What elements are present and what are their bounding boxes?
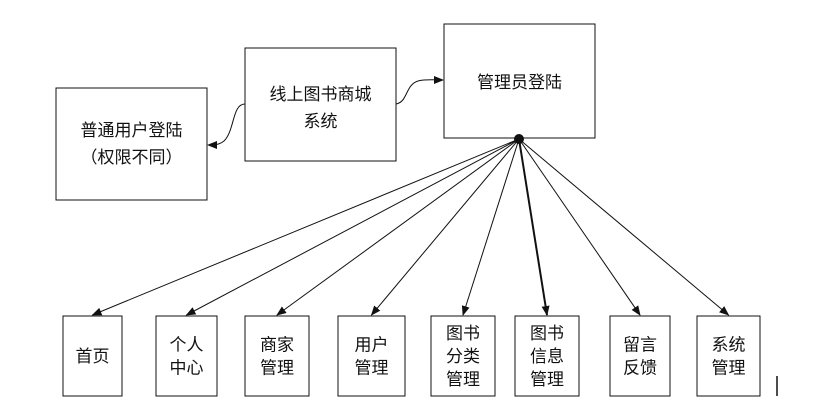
online-bookstore-system-title-line-1: 线上图书商城 bbox=[270, 85, 372, 105]
admin-login-label: 管理员登陆 bbox=[477, 73, 562, 93]
connector-to-system-management bbox=[518, 138, 730, 316]
module-box-user-management bbox=[337, 315, 406, 397]
connector-to-book-info-management bbox=[518, 138, 550, 316]
module-box-book-info-management bbox=[514, 315, 580, 397]
module-box-personal-center bbox=[155, 315, 218, 397]
normal-user-login-node: 普通用户登陆 （权限不同） bbox=[55, 87, 208, 201]
admin-login-box bbox=[443, 23, 596, 139]
connector-to-personal-center bbox=[185, 138, 520, 316]
module-box-book-category-management bbox=[430, 315, 496, 397]
connector-to-book-category-management bbox=[461, 138, 520, 316]
module-box-home bbox=[62, 315, 123, 397]
module-label-personal-center-line-2: 中心 bbox=[170, 359, 204, 379]
module-label-user-management-line-1: 用户 bbox=[355, 336, 389, 356]
connector-to-merchant-management bbox=[276, 138, 520, 316]
module-label-book-category-management-line-2: 分类 bbox=[446, 347, 480, 367]
module-label-system-management-line-1: 系统 bbox=[712, 336, 746, 356]
module-connectors bbox=[91, 138, 730, 316]
module-label-book-info-management-line-1: 图书 bbox=[530, 324, 564, 344]
module-label-home-line-1: 首页 bbox=[76, 347, 110, 367]
online-bookstore-system-node: 线上图书商城 系统 bbox=[244, 47, 397, 162]
connector-to-admin-login bbox=[395, 75, 444, 105]
online-bookstore-system-title-line-2: 系统 bbox=[304, 112, 338, 132]
normal-user-login-box bbox=[55, 87, 208, 201]
module-label-merchant-management-line-1: 商家 bbox=[260, 336, 294, 356]
module-label-system-management-line-2: 管理 bbox=[712, 359, 746, 379]
admin-login-node: 管理员登陆 bbox=[443, 23, 596, 139]
module-box-merchant-management bbox=[244, 315, 310, 397]
module-label-book-category-management-line-3: 管理 bbox=[446, 370, 480, 390]
normal-user-login-label: 普通用户登陆 bbox=[81, 121, 183, 141]
connector-to-feedback bbox=[518, 138, 641, 316]
module-label-feedback-line-2: 反馈 bbox=[623, 359, 657, 379]
module-label-book-info-management-line-2: 信息 bbox=[530, 347, 564, 367]
module-label-feedback-line-1: 留言 bbox=[623, 336, 657, 356]
module-box-feedback bbox=[609, 315, 671, 397]
module-box-system-management bbox=[696, 315, 761, 397]
module-home: 首页 bbox=[62, 315, 123, 397]
connector-to-user-management bbox=[370, 138, 520, 316]
module-label-book-category-management-line-1: 图书 bbox=[446, 324, 480, 344]
connector-to-home bbox=[91, 138, 520, 316]
online-bookstore-system-box bbox=[244, 47, 397, 162]
normal-user-permission-note: （权限不同） bbox=[81, 148, 183, 168]
module-label-book-info-management-line-3: 管理 bbox=[530, 370, 564, 390]
module-label-user-management-line-2: 管理 bbox=[355, 359, 389, 379]
connector-to-normal-user-login bbox=[207, 103, 246, 149]
module-label-personal-center-line-1: 个人 bbox=[170, 336, 204, 356]
module-label-merchant-management-line-2: 管理 bbox=[260, 359, 294, 379]
